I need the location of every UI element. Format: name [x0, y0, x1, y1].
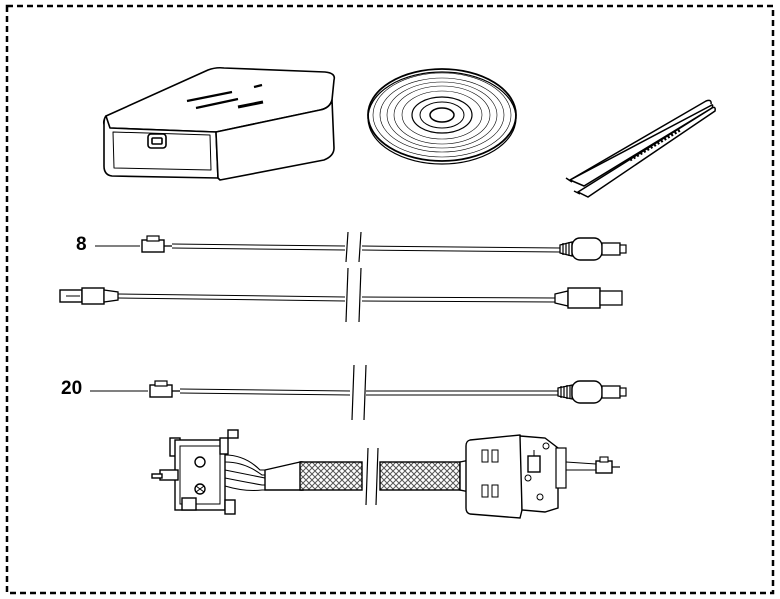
- callout-label-20: 20: [61, 378, 83, 399]
- dashed-border: [5, 4, 775, 595]
- callout-label-8: 8: [76, 234, 87, 255]
- ribbon-connector-cable: [151, 429, 620, 519]
- cable-20: [90, 364, 627, 421]
- tweezers-icon: [565, 99, 716, 198]
- cd-disc-icon: [367, 68, 517, 165]
- interface-box-icon: [102, 66, 336, 181]
- cable-8: [95, 231, 627, 263]
- usb-cable: [59, 267, 623, 323]
